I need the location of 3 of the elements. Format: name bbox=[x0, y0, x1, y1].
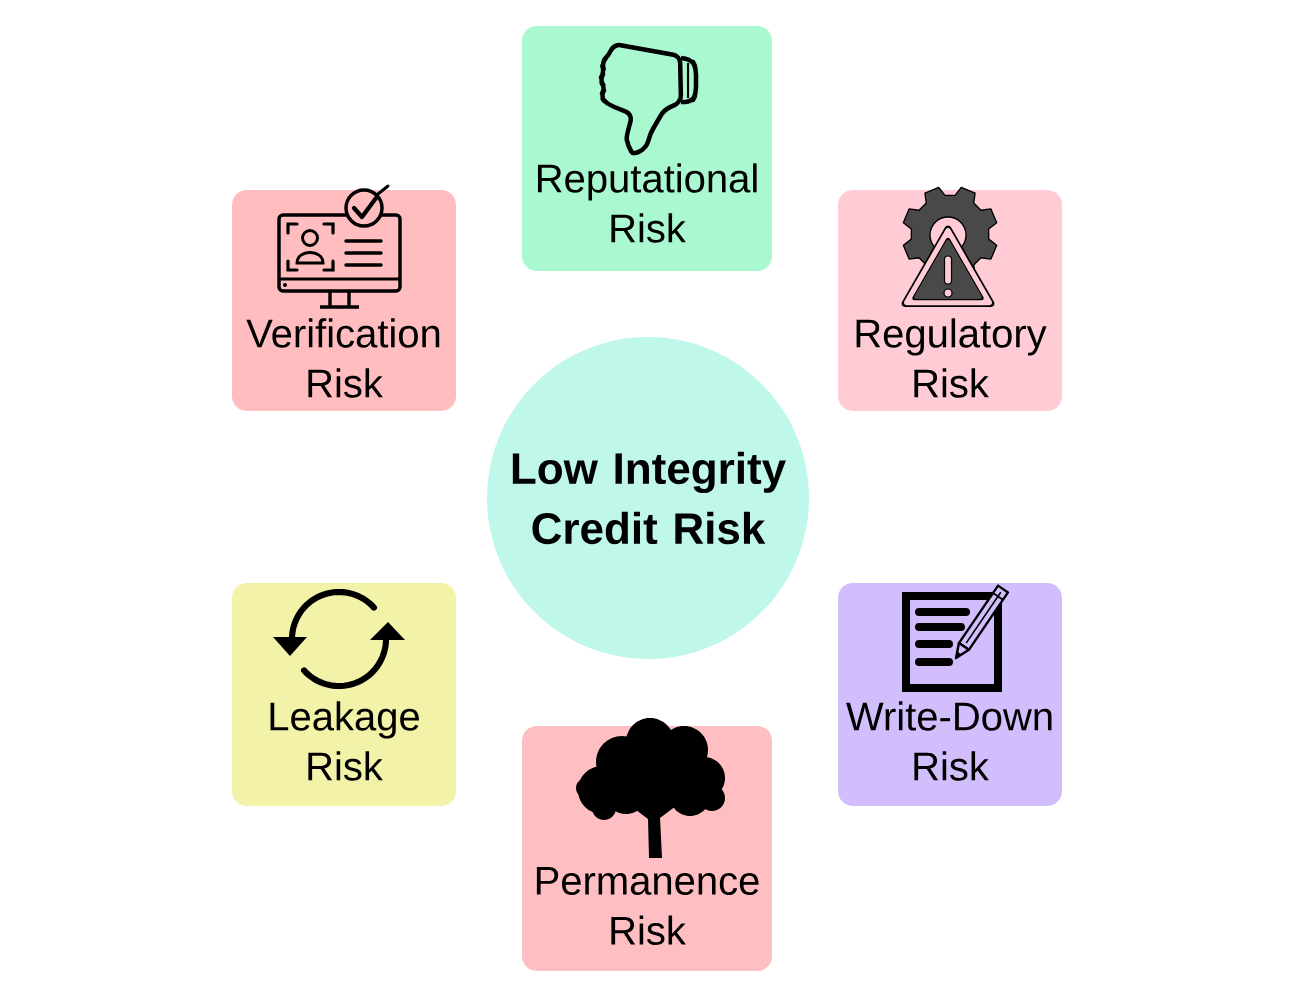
rounded-box: Reputational Risk bbox=[522, 26, 772, 271]
rounded-box: Leakage Risk bbox=[232, 583, 456, 806]
rounded-box: Verification Risk bbox=[232, 190, 456, 411]
